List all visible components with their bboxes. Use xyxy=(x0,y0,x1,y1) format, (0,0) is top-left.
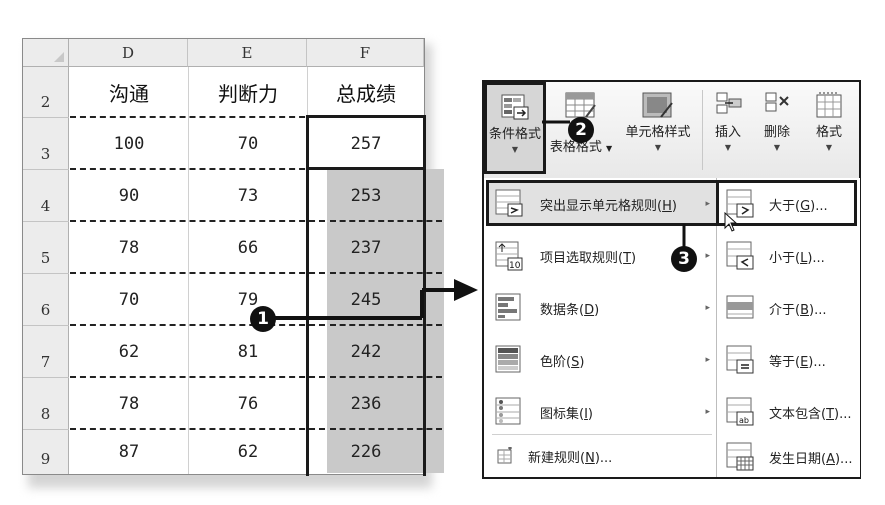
delete-cells-icon xyxy=(765,92,789,112)
row-header-9[interactable]: 9 xyxy=(23,430,69,474)
row-header-8[interactable]: 8 xyxy=(23,378,69,429)
cell-styles-icon xyxy=(642,92,673,118)
header-cell-communication[interactable]: 沟通 xyxy=(109,81,149,106)
callout-badge-1: 1 xyxy=(250,306,276,332)
select-all-corner[interactable] xyxy=(23,39,69,67)
conditional-formatting-button[interactable]: 条件格式 ▼ xyxy=(484,82,546,174)
cell-f5[interactable]: 237 xyxy=(350,237,382,258)
svg-text:ab: ab xyxy=(739,416,749,425)
cell-f4[interactable]: 253 xyxy=(350,185,382,206)
cell-e7[interactable]: 81 xyxy=(237,341,259,362)
conditional-formatting-panel: 条件格式 ▼ 套用 表格格式 ▼ 单元格样式 ▼ xyxy=(482,80,861,479)
cell-f6[interactable]: 245 xyxy=(350,289,382,310)
cell-styles-button[interactable]: 单元格样式 ▼ xyxy=(618,82,698,176)
svg-text:10: 10 xyxy=(509,261,521,271)
cell-f3-outline xyxy=(306,115,426,170)
menu-item-new-rule[interactable]: 新建规则(N)... xyxy=(484,436,716,476)
submenu-item-equal-to[interactable]: 等于(E)... xyxy=(717,334,860,386)
column-header-e[interactable]: E xyxy=(188,39,307,67)
submenu-item-text-contains[interactable]: ab 文本包含(T)... xyxy=(717,386,860,438)
cell-d5[interactable]: 78 xyxy=(118,237,140,258)
date-occurring-icon xyxy=(726,442,754,471)
cell-f7[interactable]: 242 xyxy=(350,341,382,362)
cell-e6[interactable]: 79 xyxy=(237,289,259,310)
cell-d6[interactable]: 70 xyxy=(118,289,140,310)
menu-item-top-bottom-rules[interactable]: 10 项目选取规则(T) ▸ xyxy=(484,230,716,282)
submenu-item-less-than[interactable]: 小于(L)... xyxy=(717,230,860,282)
conditional-formatting-label: 条件格式 xyxy=(488,127,541,142)
data-bars-icon xyxy=(495,293,521,321)
cell-d7[interactable]: 62 xyxy=(118,341,140,362)
format-label: 格式 xyxy=(815,125,842,140)
top-bottom-rules-icon: 10 xyxy=(495,241,523,271)
insert-button[interactable]: 插入 ▼ xyxy=(706,82,750,176)
cell-d8[interactable]: 78 xyxy=(118,393,140,414)
format-cells-icon xyxy=(816,92,842,118)
cell-e4[interactable]: 73 xyxy=(237,185,259,206)
submenu-arrow-icon: ▸ xyxy=(705,251,710,261)
callout-2-connector xyxy=(542,120,570,124)
format-button[interactable]: 格式 ▼ xyxy=(804,82,854,176)
insert-cells-icon xyxy=(716,92,742,114)
spreadsheet-grid: D E F 2 3 4 5 6 7 8 9 沟通 判断力 总成绩 100 70 … xyxy=(22,38,444,476)
delete-button[interactable]: 删除 ▼ xyxy=(752,82,802,176)
selected-range-outline xyxy=(306,167,426,476)
callout-badge-3: 3 xyxy=(671,246,697,272)
submenu-arrow-icon: ▸ xyxy=(705,407,710,417)
cell-f8[interactable]: 236 xyxy=(350,393,382,414)
less-than-icon xyxy=(726,241,754,270)
menu-item-icon-sets[interactable]: 图标集(I) ▸ xyxy=(484,386,716,438)
row-header-7[interactable]: 7 xyxy=(23,326,69,377)
cell-d9[interactable]: 87 xyxy=(118,442,140,462)
mouse-cursor-icon xyxy=(724,212,738,232)
greater-than-icon xyxy=(726,189,754,218)
text-contains-icon: ab xyxy=(726,397,754,426)
submenu-arrow-icon: ▸ xyxy=(705,355,710,365)
callout-3-connector xyxy=(682,224,686,250)
format-as-table-icon xyxy=(565,92,596,118)
menu-item-color-scales[interactable]: 色阶(S) ▸ xyxy=(484,334,716,386)
highlight-rules-submenu: 大于(G)... 小于(L)... 介于(B)... xyxy=(716,178,860,477)
row-header-5[interactable]: 5 xyxy=(23,222,69,273)
cell-e5[interactable]: 66 xyxy=(237,237,259,258)
callout-badge-2: 2 xyxy=(568,117,594,143)
equal-to-icon xyxy=(726,345,754,374)
cell-f3[interactable]: 257 xyxy=(350,133,382,154)
submenu-item-between[interactable]: 介于(B)... xyxy=(717,282,860,334)
column-header-f[interactable]: F xyxy=(307,39,424,67)
cell-e9[interactable]: 62 xyxy=(237,442,259,462)
submenu-arrow-icon: ▸ xyxy=(705,199,710,209)
row-header-3[interactable]: 3 xyxy=(23,118,69,169)
cell-styles-label: 单元格样式 xyxy=(625,125,691,140)
header-cell-total-score[interactable]: 总成绩 xyxy=(336,81,396,106)
ribbon-styles-cells-group: 条件格式 ▼ 套用 表格格式 ▼ 单元格样式 ▼ xyxy=(484,82,859,179)
menu-item-highlight-cells-rules[interactable]: 突出显示单元格规则(H) ▸ xyxy=(484,178,716,230)
column-header-d[interactable]: D xyxy=(69,39,188,67)
callout-1-connector xyxy=(270,279,478,320)
submenu-arrow-icon: ▸ xyxy=(705,303,710,313)
highlight-rules-icon xyxy=(495,189,523,217)
cell-e8[interactable]: 76 xyxy=(237,393,259,414)
submenu-item-greater-than[interactable]: 大于(G)... xyxy=(717,178,860,230)
cell-d3[interactable]: 100 xyxy=(113,133,145,154)
new-rule-icon xyxy=(497,447,512,464)
row-header-6[interactable]: 6 xyxy=(23,274,69,325)
conditional-formatting-menu: 突出显示单元格规则(H) ▸ 10 项目选取规则(T) ▸ 数据条(D) xyxy=(484,178,860,477)
delete-label: 删除 xyxy=(763,125,790,140)
cell-d4[interactable]: 90 xyxy=(118,185,140,206)
menu-item-data-bars[interactable]: 数据条(D) ▸ xyxy=(484,282,716,334)
color-scales-icon xyxy=(495,345,521,373)
between-icon xyxy=(726,295,754,319)
cell-f9[interactable]: 226 xyxy=(350,442,382,462)
row-header-4[interactable]: 4 xyxy=(23,170,69,221)
format-as-table-label-bottom: 表格格式 ▼ xyxy=(549,140,613,155)
icon-sets-icon xyxy=(495,397,521,425)
row-header-2[interactable]: 2 xyxy=(23,67,69,117)
conditional-formatting-icon xyxy=(501,94,529,120)
submenu-item-date-occurring[interactable]: 发生日期(A)... xyxy=(717,436,860,478)
cell-e3[interactable]: 70 xyxy=(237,133,259,154)
insert-label: 插入 xyxy=(714,125,741,140)
header-cell-judgment[interactable]: 判断力 xyxy=(218,81,278,106)
